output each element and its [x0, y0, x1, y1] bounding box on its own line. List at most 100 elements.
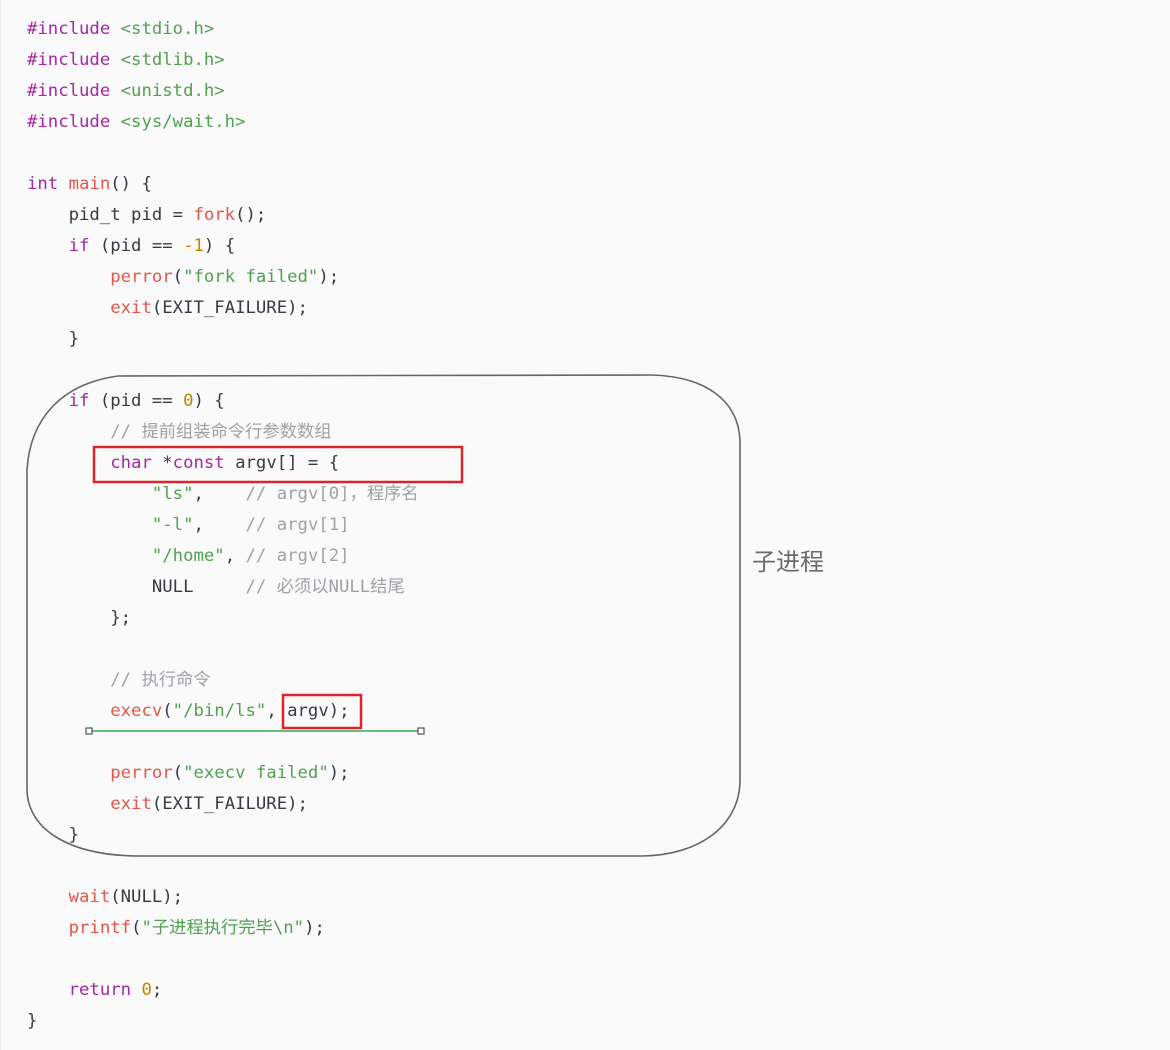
code-line: wait(NULL);: [27, 882, 183, 913]
code-token: "/bin/ls": [172, 701, 267, 721]
code-token: *: [151, 453, 173, 473]
code-line: // 执行命令: [27, 665, 211, 696]
code-line: perror("execv failed");: [27, 758, 350, 789]
code-token: if: [68, 391, 90, 411]
code-token: // 提前组装命令行参数数组: [110, 422, 332, 442]
code-token: printf: [68, 918, 132, 938]
code-line: int main() {: [27, 169, 152, 200]
code-token: (EXIT_FAILURE);: [151, 298, 308, 318]
code-token: // argv[1]: [245, 515, 350, 535]
code-line: exit(EXIT_FAILURE);: [27, 789, 308, 820]
code-token: (pid ==: [89, 391, 184, 411]
code-token: (: [172, 267, 184, 287]
code-token: ) {: [193, 391, 225, 411]
code-token: ) {: [203, 236, 236, 256]
code-token: }: [27, 329, 80, 349]
code-line: "ls", // argv[0]，程序名: [27, 479, 419, 510]
code-token: // 执行命令: [110, 670, 211, 690]
code-token: main: [68, 174, 111, 194]
code-line: exit(EXIT_FAILURE);: [27, 293, 308, 324]
code-token: (pid ==: [89, 236, 184, 256]
code-token: <unistd.h>: [120, 81, 225, 101]
code-token: "子进程执行完毕\n": [141, 918, 305, 938]
code-token: const: [172, 453, 225, 473]
code-token: <stdlib.h>: [120, 50, 225, 70]
code-token: );: [304, 918, 325, 938]
code-line: }: [27, 1006, 37, 1037]
code-token: "execv failed": [183, 763, 329, 783]
code-token: exit: [110, 794, 152, 814]
code-token: <stdio.h>: [120, 19, 215, 39]
code-line: #include <stdio.h>: [27, 14, 214, 45]
code-token: (NULL);: [110, 887, 184, 907]
code-token: }: [27, 1011, 38, 1031]
code-token: perror: [110, 267, 173, 287]
code-line: #include <sys/wait.h>: [27, 107, 246, 138]
code-line: if (pid == 0) {: [27, 386, 225, 417]
code-token: (EXIT_FAILURE);: [151, 794, 308, 814]
code-token: [27, 701, 110, 721]
code-token: [27, 670, 110, 690]
code-token: (: [162, 701, 173, 721]
code-token: 0: [141, 980, 152, 1000]
code-token: [27, 484, 152, 504]
code-token: [27, 422, 110, 442]
code-token: return: [68, 980, 132, 1000]
code-token: ;: [151, 980, 163, 1000]
code-token: (: [131, 918, 142, 938]
code-token: [27, 980, 69, 1000]
code-token: -1: [183, 236, 204, 256]
code-token: [131, 980, 141, 1000]
code-token: int: [27, 174, 69, 194]
code-token: [27, 267, 110, 287]
code-line: }: [27, 820, 79, 851]
code-line: // 提前组装命令行参数数组: [27, 417, 332, 448]
code-token: ();: [235, 205, 267, 225]
code-token: [27, 515, 152, 535]
code-token: pid_t pid =: [27, 205, 194, 225]
code-line: pid_t pid = fork();: [27, 200, 267, 231]
code-line: #include <unistd.h>: [27, 76, 225, 107]
code-token: );: [328, 763, 350, 783]
code-line: return 0;: [27, 975, 163, 1006]
code-token: perror: [110, 763, 173, 783]
code-token: (: [172, 763, 184, 783]
code-line: }: [27, 324, 79, 355]
code-token: [27, 918, 69, 938]
code-token: if: [68, 236, 90, 256]
code-line: "/home", // argv[2]: [27, 541, 350, 572]
code-line: #include <stdlib.h>: [27, 45, 225, 76]
code-token: "-l": [151, 515, 194, 535]
code-line: char *const argv[] = {: [27, 448, 339, 479]
code-token: , argv);: [266, 701, 350, 721]
code-line: if (pid == -1) {: [27, 231, 235, 262]
code-token: argv[] = {: [224, 453, 340, 473]
code-token: [27, 794, 110, 814]
code-token: ,: [224, 546, 246, 566]
code-line: execv("/bin/ls", argv);: [27, 696, 350, 727]
code-token: wait: [68, 887, 111, 907]
code-token: exit: [110, 298, 152, 318]
code-token: [27, 887, 69, 907]
code-token: [27, 298, 110, 318]
code-token: ,: [193, 484, 246, 504]
code-token: #include: [27, 112, 121, 132]
code-token: fork: [193, 205, 236, 225]
code-token: [27, 546, 152, 566]
code-token: [27, 453, 110, 473]
code-token: 0: [183, 391, 194, 411]
code-token: () {: [110, 174, 152, 194]
code-line: perror("fork failed");: [27, 262, 339, 293]
code-token: #include: [27, 19, 121, 39]
code-line: printf("子进程执行完毕\n");: [27, 913, 325, 944]
code-token: <sys/wait.h>: [120, 112, 246, 132]
code-token: [27, 391, 69, 411]
code-token: // argv[0]，程序名: [245, 484, 419, 504]
code-line: };: [27, 603, 131, 634]
code-token: "ls": [151, 484, 194, 504]
code-token: // 必须以NULL结尾: [245, 577, 405, 597]
code-line: NULL // 必须以NULL结尾: [27, 572, 405, 603]
code-token: );: [318, 267, 340, 287]
code-token: [27, 763, 110, 783]
